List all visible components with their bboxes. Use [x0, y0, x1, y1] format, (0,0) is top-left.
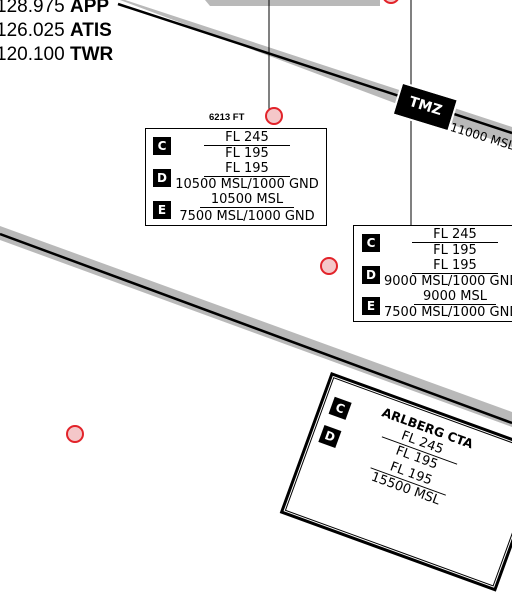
class-d-lower: 9000 MSL/1000 GND [384, 274, 512, 289]
class-d-upper: FL 195 [412, 259, 498, 274]
reporting-point-a[interactable] [265, 107, 283, 125]
freq-app-value: 128.975 [0, 0, 65, 17]
airspace-box-left: C FL 245 FL 195 D FL 195 10500 MSL/1000 … [145, 128, 327, 226]
freq-twr-value: 120.100 [0, 44, 65, 65]
class-d-badge: D [153, 169, 171, 187]
class-d-lower: 10500 MSL/1000 GND [175, 177, 319, 192]
class-e-lower: 7500 MSL/1000 GND [179, 209, 315, 224]
airspace-box-right: C FL 245 FL 195 D FL 195 9000 MSL/1000 G… [353, 225, 512, 322]
reporting-point-c[interactable] [66, 425, 84, 443]
freq-twr-station: TWR [69, 44, 114, 65]
freq-atis: 126.025 ATIS [0, 19, 112, 43]
class-e-lower: 7500 MSL/1000 GND [384, 305, 512, 320]
class-e-upper: 10500 MSL [200, 193, 294, 208]
class-c-badge: C [362, 234, 380, 252]
reporting-point-b[interactable] [320, 257, 338, 275]
class-d-upper: FL 195 [204, 162, 290, 177]
elevation-label: 6213 FT [209, 112, 245, 123]
class-e-upper: 9000 MSL [414, 290, 496, 305]
freq-atis-station: ATIS [69, 20, 112, 41]
freq-twr: 120.100 TWR [0, 43, 113, 67]
reporting-point-top[interactable] [383, 0, 399, 4]
freq-app: 128.975 APP [0, 0, 109, 19]
class-c-upper: FL 245 [204, 131, 290, 146]
freq-atis-value: 126.025 [0, 20, 65, 41]
class-d-badge: D [362, 266, 380, 284]
top-area-shade [205, 0, 380, 6]
upper-boundary-line [117, 2, 512, 135]
class-c-upper: FL 245 [412, 228, 498, 243]
class-e-badge: E [153, 201, 171, 219]
class-c-badge: C [153, 137, 171, 155]
lower-boundary-line [0, 232, 512, 425]
freq-app-station: APP [69, 0, 110, 17]
class-c-lower: FL 195 [225, 146, 269, 161]
class-c-lower: FL 195 [433, 243, 477, 258]
class-e-badge: E [362, 297, 380, 315]
